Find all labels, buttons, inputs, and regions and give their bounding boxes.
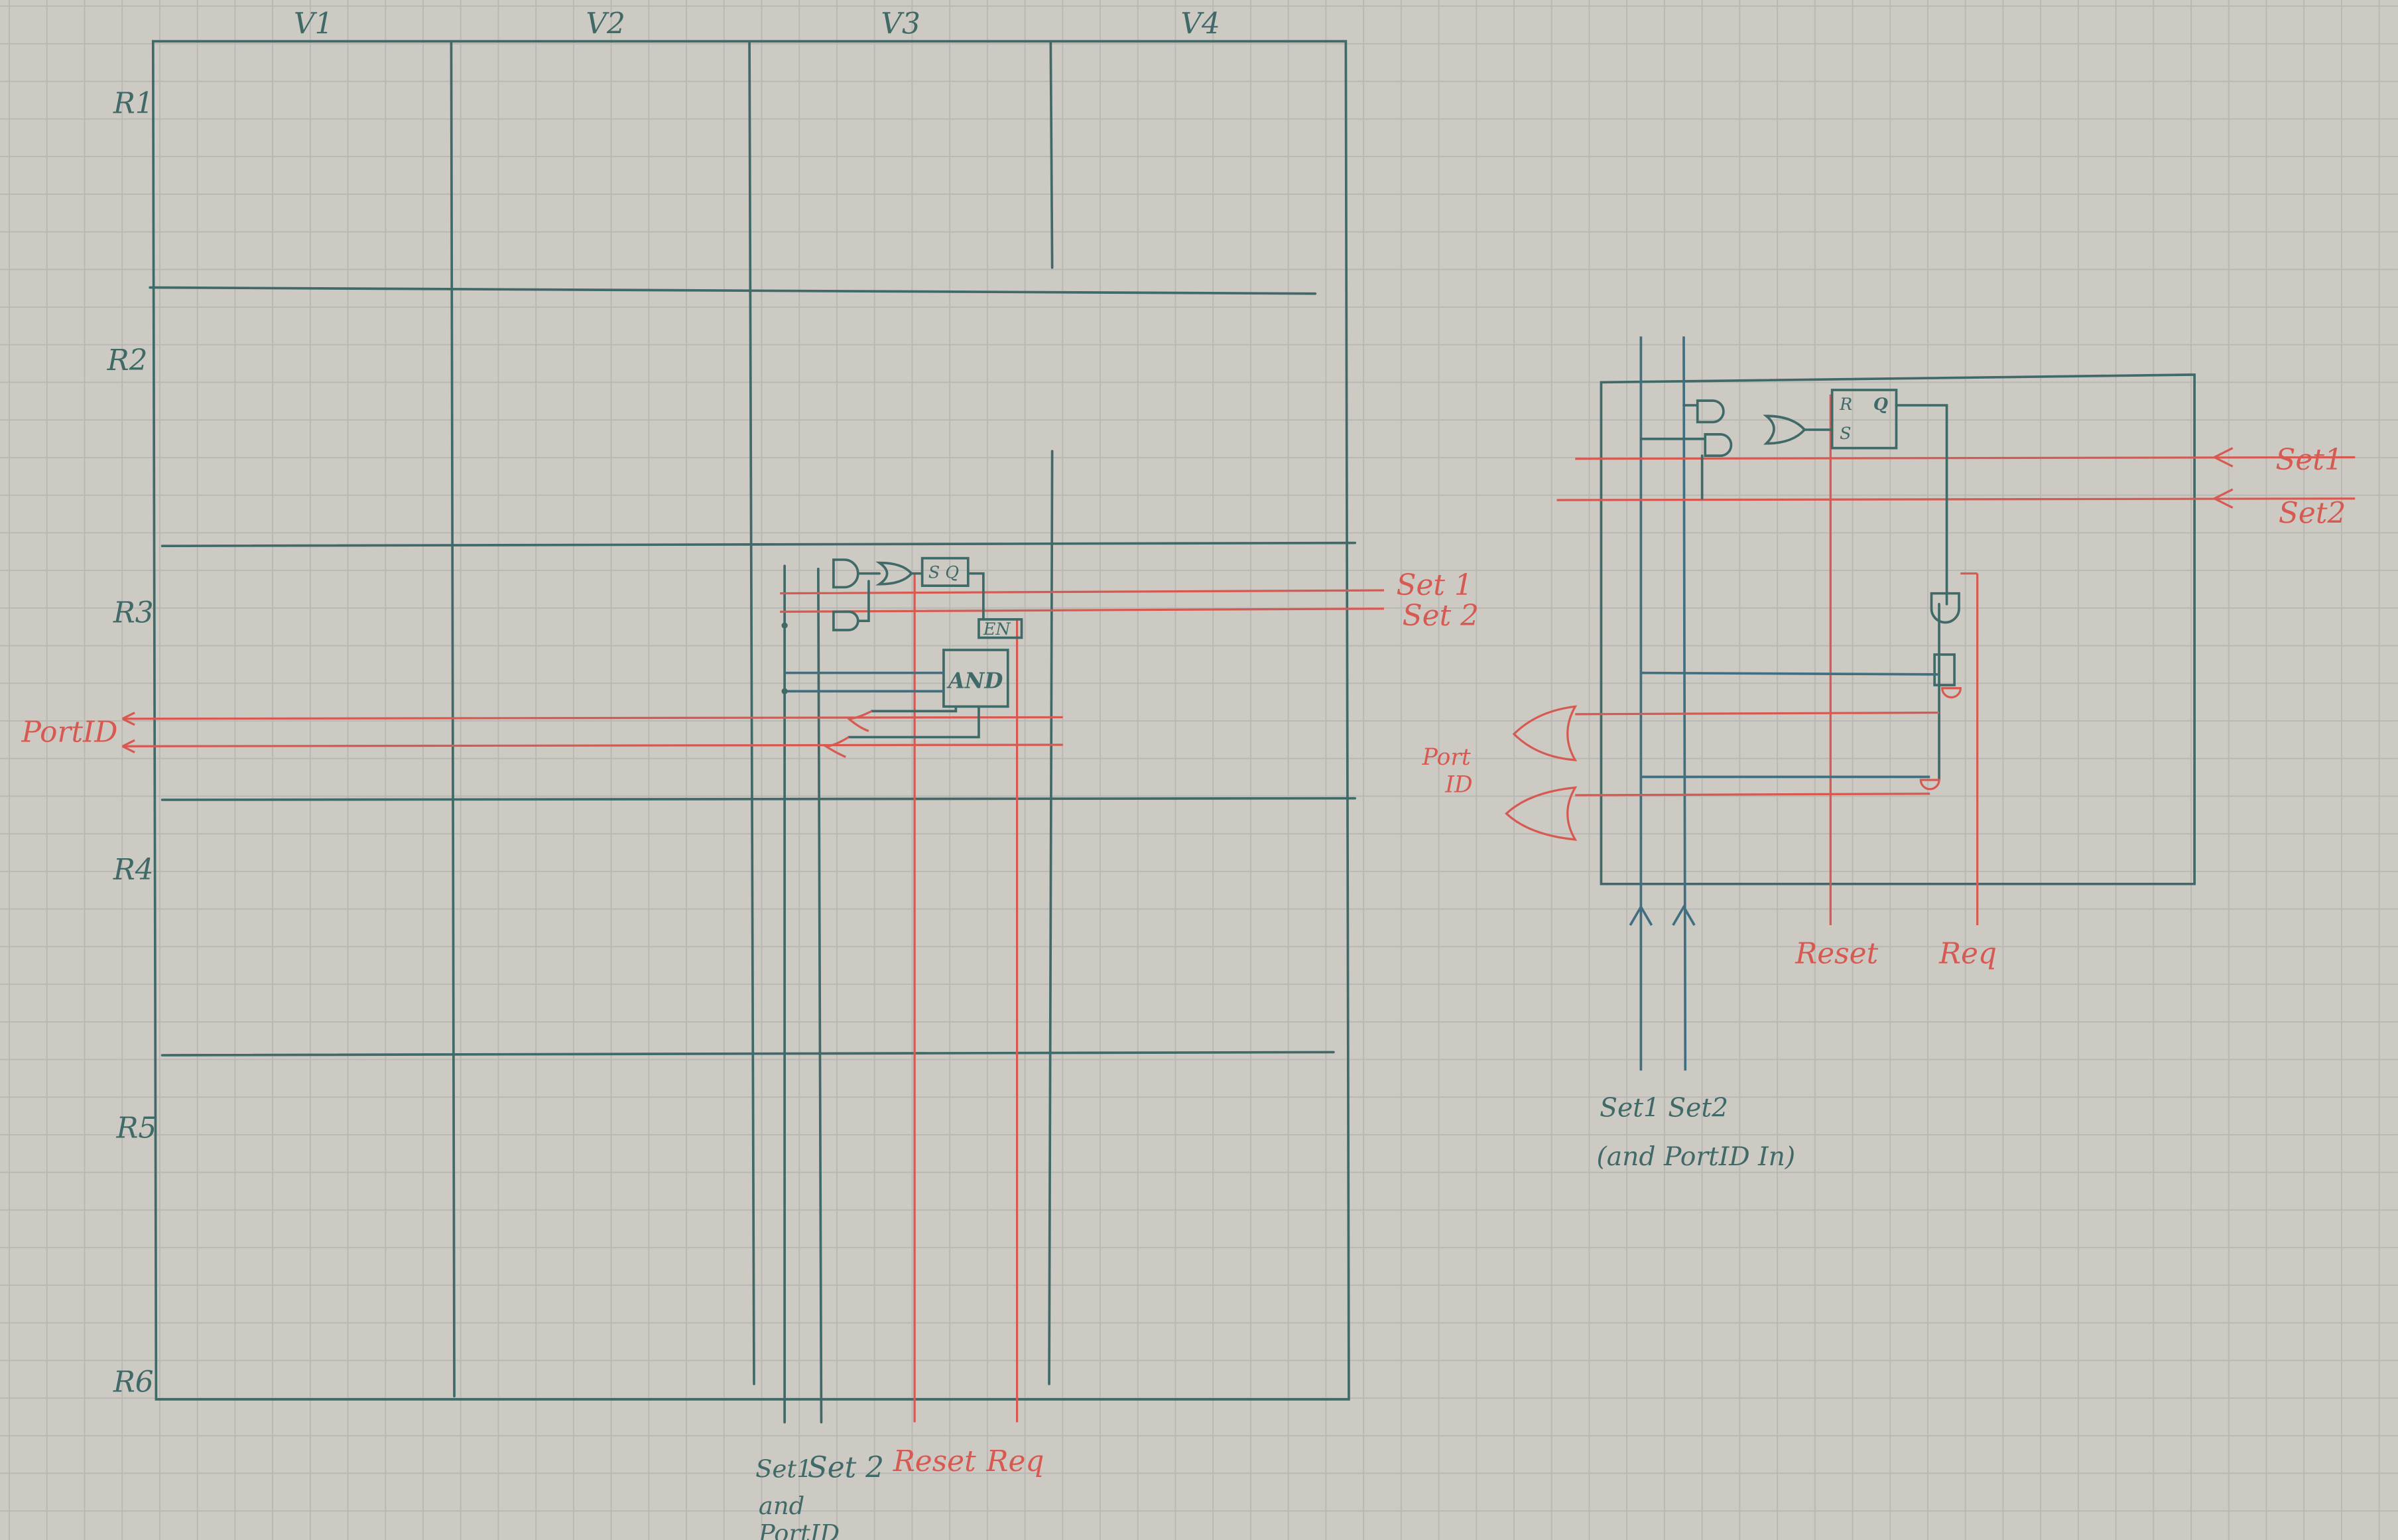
bottom-and-label: and [759, 1492, 804, 1520]
row-label-r3: R3 [113, 596, 154, 629]
column-label-v1: V1 [294, 7, 334, 41]
row-label-r5: R5 [115, 1112, 157, 1145]
bottom-set2-label: Set 2 [808, 1450, 884, 1484]
sr-r-label: R [1839, 394, 1852, 414]
detail-set2-label: Set2 [2279, 497, 2346, 531]
left-cell-circuit: S Q EN AND [121, 556, 1385, 1424]
set1-label: Set 1 [1396, 568, 1472, 602]
sr-q-label: Q [1873, 394, 1888, 414]
bottom-reset-label: Reset [893, 1444, 976, 1478]
detail-port-label: Port [1422, 744, 1471, 771]
row-label-r4: R4 [113, 853, 154, 887]
enable-label: EN [983, 619, 1011, 639]
sr-s-label: S [1840, 423, 1851, 443]
detail-id-label: ID [1444, 771, 1472, 798]
detail-cell-circuit: R Q S [1505, 336, 2356, 1071]
row-label-r6: R6 [113, 1365, 154, 1399]
bottom-set1-label: Set1 [755, 1454, 812, 1483]
row-label-r2: R2 [107, 344, 148, 377]
bottom-portid-label: PortID [758, 1519, 840, 1540]
portid-label: PortID [21, 715, 117, 749]
column-label-v2: V2 [586, 7, 625, 41]
bottom-req-label: Req [985, 1444, 1044, 1478]
detail-portid-in-label: (and PortID In) [1597, 1142, 1796, 1172]
sr-latch-label: S Q [928, 562, 959, 582]
detail-reset-label: Reset [1795, 937, 1878, 971]
column-label-v3: V3 [881, 7, 920, 41]
row-label-r1: R1 [113, 87, 154, 121]
detail-sets-label: Set1 Set2 [1600, 1093, 1728, 1123]
set2-label: Set 2 [1403, 599, 1479, 633]
detail-req-label: Req [1938, 937, 1997, 971]
and-block-label: AND [946, 669, 1003, 694]
detail-set1-label: Set1 [2275, 443, 2342, 477]
column-label-v4: V4 [1180, 7, 1220, 41]
